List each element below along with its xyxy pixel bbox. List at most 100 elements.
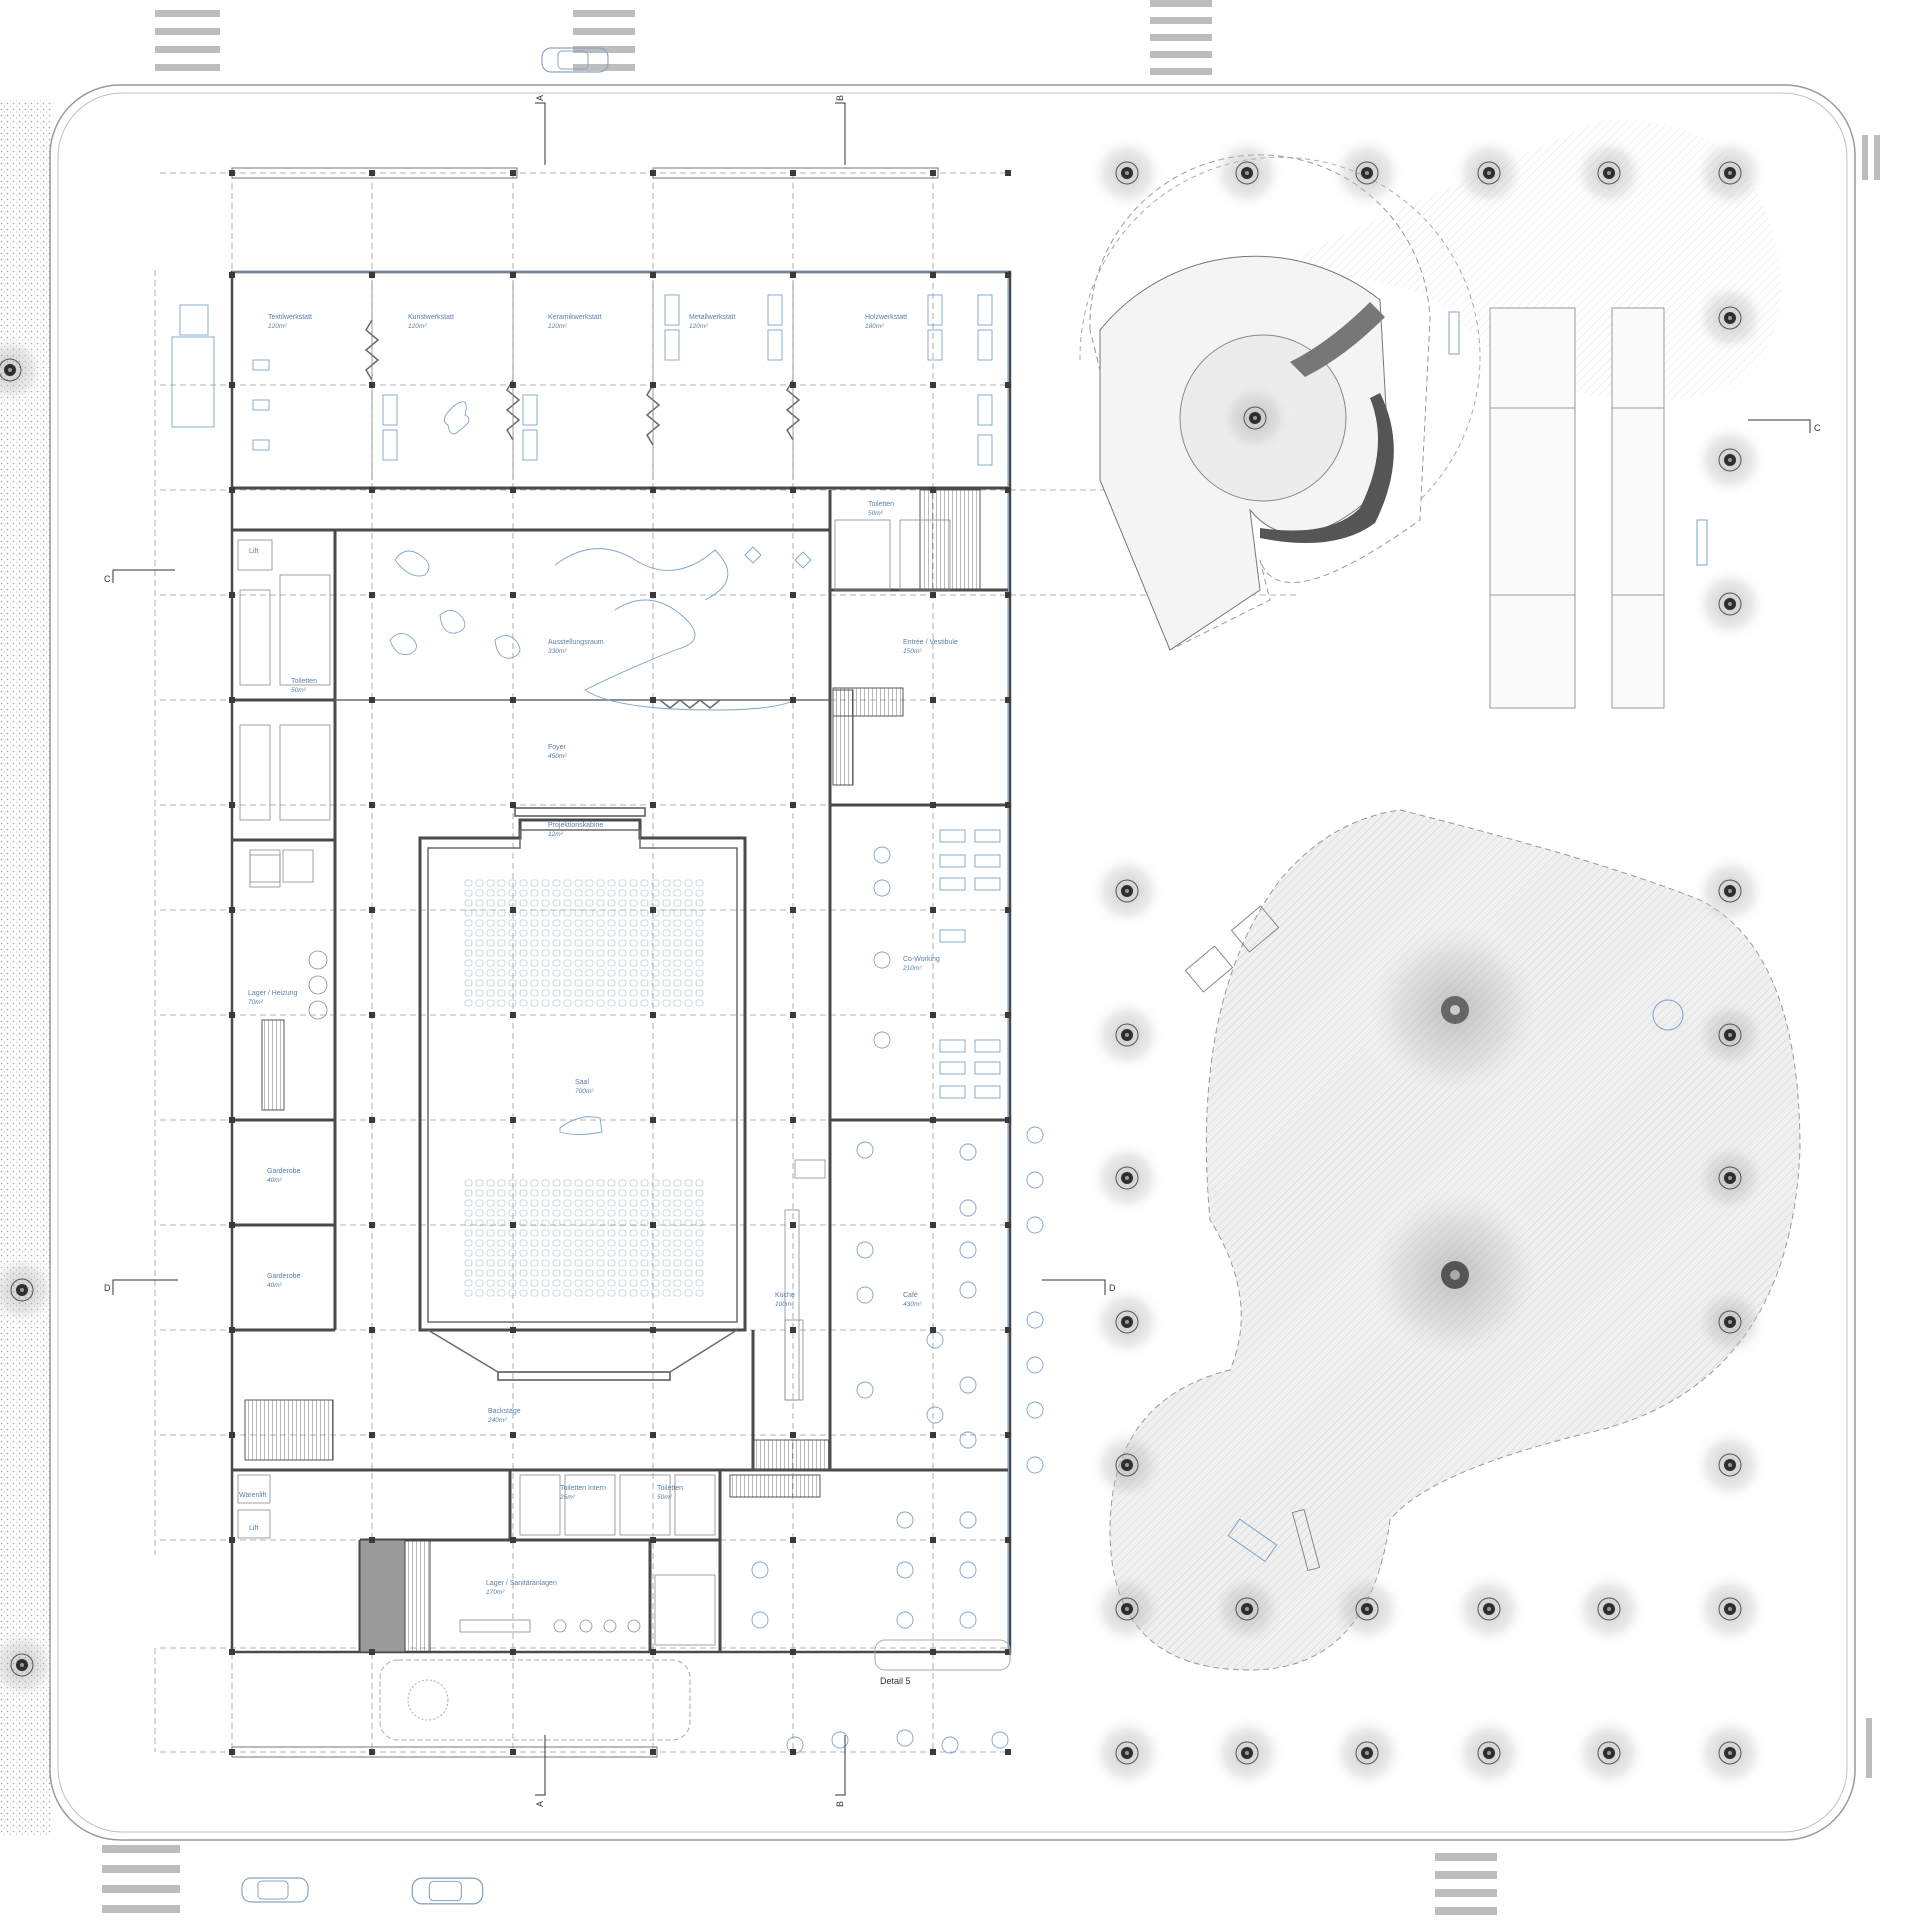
seat (640, 1269, 649, 1277)
seat (464, 1289, 473, 1297)
column (369, 592, 375, 598)
column (510, 802, 516, 808)
seat (585, 949, 594, 957)
seat (684, 919, 693, 927)
seat (662, 879, 671, 887)
section-a-bottom: A (535, 1801, 545, 1807)
seat (673, 1179, 682, 1187)
column (790, 1749, 796, 1755)
seat (519, 889, 528, 897)
seat (519, 1189, 528, 1197)
desk (939, 854, 966, 868)
seat (651, 1179, 660, 1187)
room-name: Backstage (488, 1408, 521, 1415)
seat (673, 899, 682, 907)
column (1005, 382, 1011, 388)
column (1005, 272, 1011, 278)
seat (673, 919, 682, 927)
seat (673, 939, 682, 947)
column (229, 170, 235, 176)
seat (618, 1219, 627, 1227)
seat (585, 899, 594, 907)
seat (596, 1239, 605, 1247)
seat (464, 879, 473, 887)
seat (695, 939, 704, 947)
seat (541, 979, 550, 987)
room-area: 170m² (486, 1589, 505, 1596)
room-name: Saal (575, 1079, 589, 1086)
seat (673, 1229, 682, 1237)
seat (497, 909, 506, 917)
cafe-table (959, 1143, 977, 1161)
seat (607, 929, 616, 937)
seat (563, 949, 572, 957)
room-name: Lift (249, 548, 258, 555)
tree-symbol (1328, 1714, 1406, 1792)
seat (541, 989, 550, 997)
seat (475, 1249, 484, 1257)
seat (541, 1239, 550, 1247)
seat (618, 969, 627, 977)
cafe-table (856, 1241, 874, 1259)
seat (574, 1239, 583, 1247)
seat (563, 1229, 572, 1237)
seat (684, 1289, 693, 1297)
seat (519, 959, 528, 967)
column (790, 487, 796, 493)
seat (618, 1199, 627, 1207)
seat (618, 1179, 627, 1187)
seat (662, 1179, 671, 1187)
seat (651, 899, 660, 907)
column (930, 1222, 936, 1228)
cafe-table (959, 1241, 977, 1259)
seat (640, 969, 649, 977)
column (369, 1222, 375, 1228)
seat (673, 889, 682, 897)
seat (618, 1229, 627, 1237)
seat (596, 1229, 605, 1237)
seat (585, 989, 594, 997)
column (369, 1537, 375, 1543)
seat (662, 949, 671, 957)
seat (651, 1239, 660, 1247)
seat (662, 919, 671, 927)
seat (530, 969, 539, 977)
column (930, 907, 936, 913)
seat (497, 1229, 506, 1237)
seat (651, 989, 660, 997)
seat (508, 1269, 517, 1277)
column (369, 1432, 375, 1438)
seat (629, 1279, 638, 1287)
column (790, 1117, 796, 1123)
column (930, 592, 936, 598)
seat (684, 1229, 693, 1237)
seat (662, 959, 671, 967)
seat (541, 1179, 550, 1187)
seat (530, 889, 539, 897)
seat (662, 1259, 671, 1267)
column (930, 697, 936, 703)
coworking-desks (873, 829, 1001, 1099)
column (369, 1117, 375, 1123)
seat (541, 899, 550, 907)
desk (939, 1061, 966, 1075)
seat (662, 969, 671, 977)
seat (530, 909, 539, 917)
seat (695, 1229, 704, 1237)
site-boundary-inner (57, 92, 1848, 1833)
column (229, 1749, 235, 1755)
desk (939, 1039, 966, 1053)
seat (486, 929, 495, 937)
seat (684, 889, 693, 897)
seat (684, 1199, 693, 1207)
seat (651, 1249, 660, 1257)
seat (486, 1199, 495, 1207)
seat (596, 1289, 605, 1297)
desk (939, 829, 966, 843)
tree-symbol (1691, 852, 1769, 930)
seat (585, 969, 594, 977)
column (790, 1537, 796, 1543)
detail-label: Detail 5 (880, 1676, 911, 1686)
column (650, 382, 656, 388)
